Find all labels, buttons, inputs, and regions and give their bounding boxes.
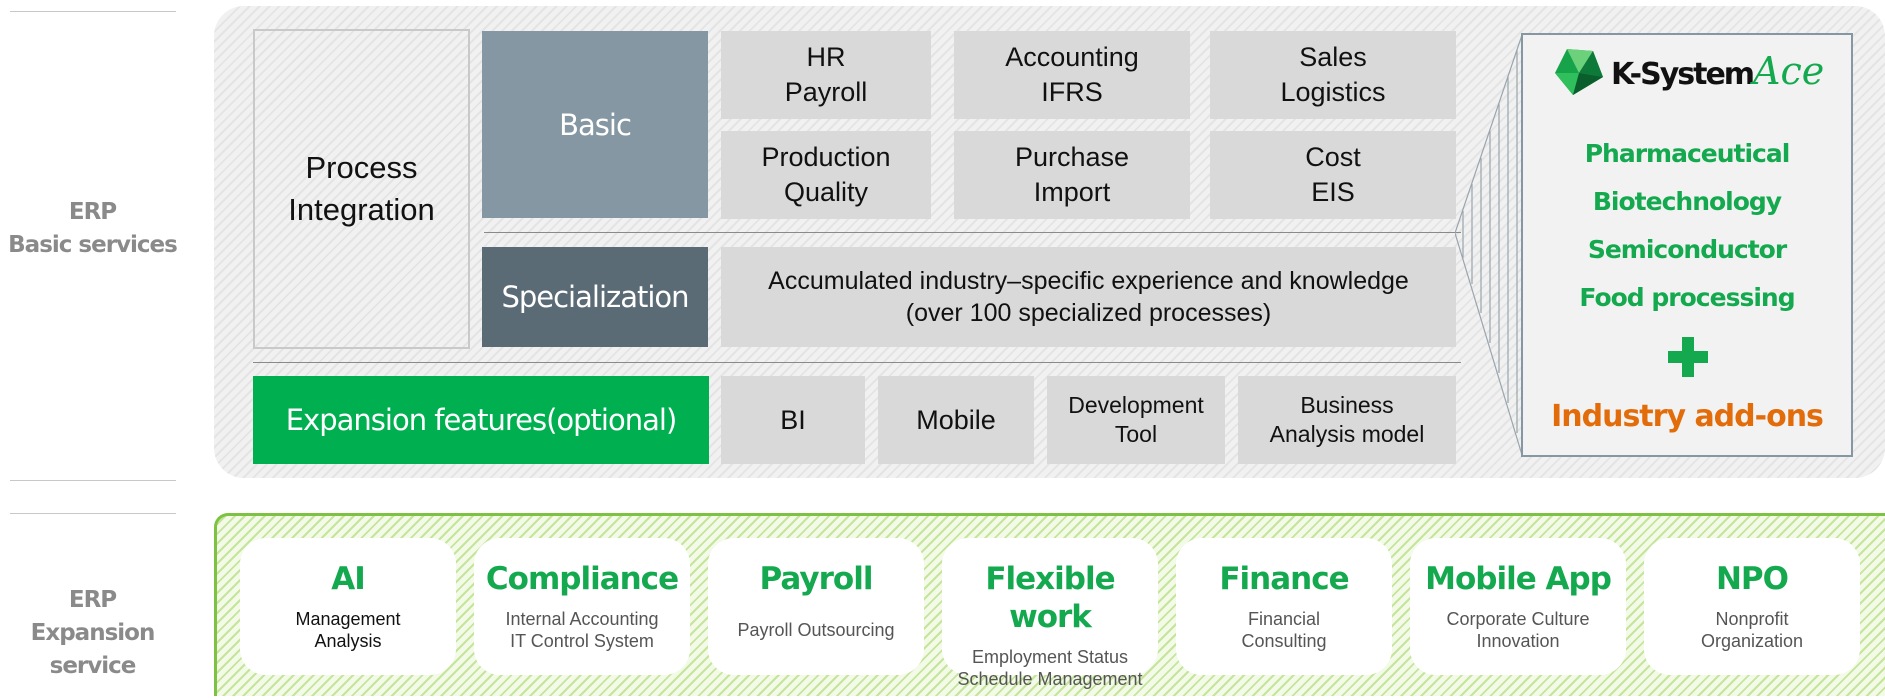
service-desc: Corporate Culture Innovation — [1446, 609, 1590, 651]
module-sales-logistics: Sales Logistics — [1210, 31, 1456, 119]
mid-rule-2 — [10, 513, 176, 514]
connector-lines — [1455, 34, 1523, 456]
service-title: NPO — [1715, 561, 1789, 597]
ksystem-logo-ace: Ace — [1753, 49, 1825, 93]
expansion-development-tool: Development Tool — [1047, 376, 1225, 464]
erp-expansion-label: ERP Expansion service — [0, 584, 195, 683]
industry-pharmaceutical: Pharmaceutical — [1584, 139, 1791, 168]
erp-expansion-line2: Expansion service — [30, 620, 156, 679]
top-rule — [10, 11, 176, 12]
industry-semiconductor: Semiconductor — [1587, 235, 1787, 264]
specialization-label: Specialization — [501, 280, 689, 314]
process-integration-box: Process Integration — [253, 29, 470, 349]
industry-food-processing: Food processing — [1579, 283, 1795, 312]
service-card-flexible-work: Flexible work Employment Status Schedule… — [942, 538, 1158, 689]
industry-addons: Industry add-ons — [1551, 399, 1824, 434]
expansion-features-box: Expansion features(optional) — [253, 376, 709, 464]
specialization-label-box: Specialization — [482, 247, 708, 347]
basic-label-box: Basic — [482, 31, 708, 218]
mid-rule-1 — [10, 480, 176, 481]
service-title: Compliance — [485, 561, 679, 597]
service-card-npo: NPO Nonprofit Organization — [1644, 538, 1860, 675]
erp-basic-line2: Basic services — [8, 232, 178, 258]
specialization-description: Accumulated industry–specific experience… — [721, 247, 1456, 347]
expansion-features-label: Expansion features(optional) — [285, 403, 678, 437]
ksystem-logo: K-System Ace — [1553, 47, 1843, 101]
erp-basic-label: ERP Basic services — [0, 196, 185, 262]
service-title: Payroll — [759, 561, 874, 597]
service-title: AI — [331, 561, 366, 597]
expansion-business-analysis: Business Analysis model — [1238, 376, 1456, 464]
service-desc: Payroll Outsourcing — [737, 620, 895, 640]
industry-biotechnology: Biotechnology — [1592, 187, 1782, 216]
service-card-mobile-app: Mobile App Corporate Culture Innovation — [1410, 538, 1626, 675]
service-card-finance: Finance Financial Consulting — [1176, 538, 1392, 675]
ksystem-ace-box: K-System Ace Pharmaceutical Biotechnolog… — [1521, 33, 1853, 457]
basic-label: Basic — [559, 107, 632, 142]
module-cost-eis: Cost EIS — [1210, 131, 1456, 219]
plus-icon — [1668, 337, 1708, 377]
service-title: Mobile App — [1425, 561, 1612, 597]
expansion-bi: BI — [721, 376, 865, 464]
service-card-ai: AI Management Analysis — [240, 538, 456, 675]
ksystem-logo-text: K-System — [1611, 57, 1755, 92]
service-desc: Management Analysis — [295, 609, 401, 651]
expansion-mobile: Mobile — [878, 376, 1034, 464]
erp-basic-line1: ERP — [68, 199, 117, 225]
service-desc: Internal Accounting IT Control System — [505, 609, 659, 651]
service-desc: Financial Consulting — [1241, 609, 1327, 651]
module-hr-payroll: HR Payroll — [721, 31, 931, 119]
module-production-quality: Production Quality — [721, 131, 931, 219]
service-desc: Employment Status Schedule Management — [957, 647, 1143, 689]
divider-basic — [484, 232, 1461, 233]
service-card-payroll: Payroll Payroll Outsourcing — [708, 538, 924, 675]
service-card-compliance: Compliance Internal Accounting IT Contro… — [474, 538, 690, 675]
divider-specialization — [253, 362, 1461, 363]
service-title: Finance — [1219, 561, 1349, 597]
module-purchase-import: Purchase Import — [954, 131, 1190, 219]
ksystem-logo-icon — [1555, 49, 1603, 95]
module-accounting-ifrs: Accounting IFRS — [954, 31, 1190, 119]
erp-expansion-line1: ERP — [68, 587, 117, 613]
service-title: Flexible work — [985, 561, 1115, 635]
service-desc: Nonprofit Organization — [1700, 609, 1804, 651]
